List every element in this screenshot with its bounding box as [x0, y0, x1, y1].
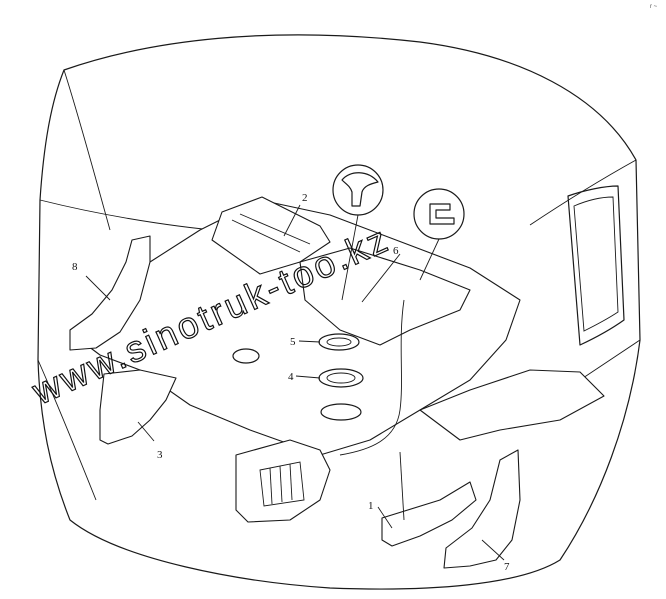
leader-lines: [85, 204, 505, 561]
cable-routing: [339, 299, 405, 521]
callout-6: 6: [393, 245, 399, 257]
callout-5: 5: [290, 336, 296, 348]
floor-opening: [232, 348, 260, 364]
callout-4: 4: [288, 371, 294, 383]
part-6-tunnel-mat: [299, 247, 471, 346]
callout-labels: 2 6 5 4 3 8 1 7: [72, 192, 510, 573]
callout-3: 3: [157, 449, 163, 461]
part-7-right-front-panel: [443, 449, 521, 569]
callout-2: 2: [302, 192, 308, 204]
part-2-rear-floor-mat: [211, 196, 331, 275]
callout-8: 8: [72, 261, 78, 273]
part-1-right-step-mat: [381, 481, 477, 547]
side-window: [567, 185, 625, 346]
engine-cover-front: [235, 439, 331, 523]
section-detail-t-profile: [332, 164, 384, 216]
part-3-left-step-panel: [99, 369, 177, 445]
corner-mark: r ~: [650, 4, 658, 10]
callout-1: 1: [368, 500, 374, 512]
section-detail-c-profile: [413, 188, 465, 240]
right-floor-mat: [419, 369, 605, 441]
part-8-left-rear-panel: [69, 235, 151, 351]
callout-7: 7: [504, 561, 510, 573]
